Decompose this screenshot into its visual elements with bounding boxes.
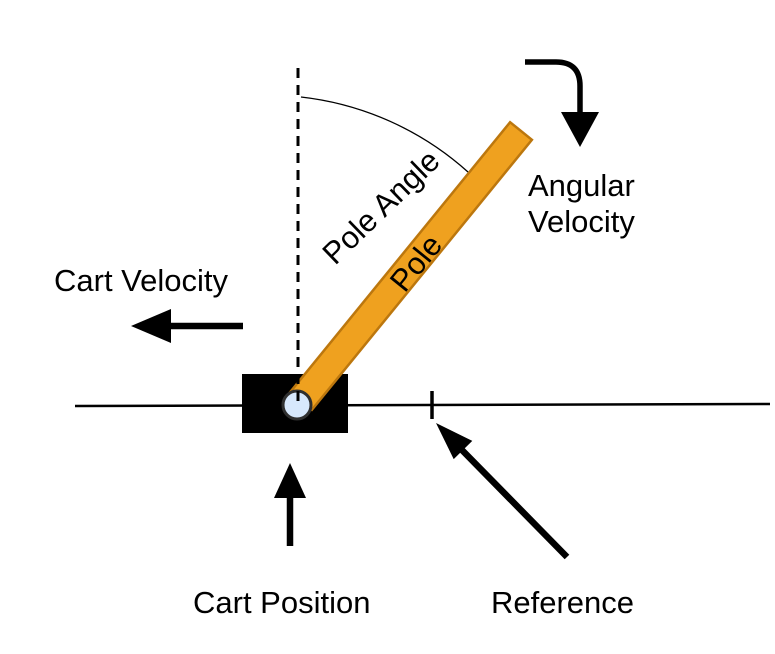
reference-arrow-shaft [456, 444, 570, 560]
angular-velocity-arrow-shaft [525, 59, 583, 114]
cart-position-label: Cart Position [193, 585, 370, 620]
track-line [74, 402, 771, 408]
pole-angle-arc [300, 96, 469, 173]
cart-velocity-label: Cart Velocity [54, 263, 229, 298]
reference-arrowhead-icon [436, 423, 473, 460]
cart-position-arrowhead-icon [274, 463, 306, 498]
angular-velocity-label-line2: Velocity [528, 204, 635, 239]
angular-velocity-label-line1: Angular [528, 168, 635, 203]
reference-label: Reference [491, 585, 634, 620]
cart-velocity-arrowhead-icon [131, 309, 171, 343]
angular-velocity-arrowhead-icon [561, 112, 599, 147]
